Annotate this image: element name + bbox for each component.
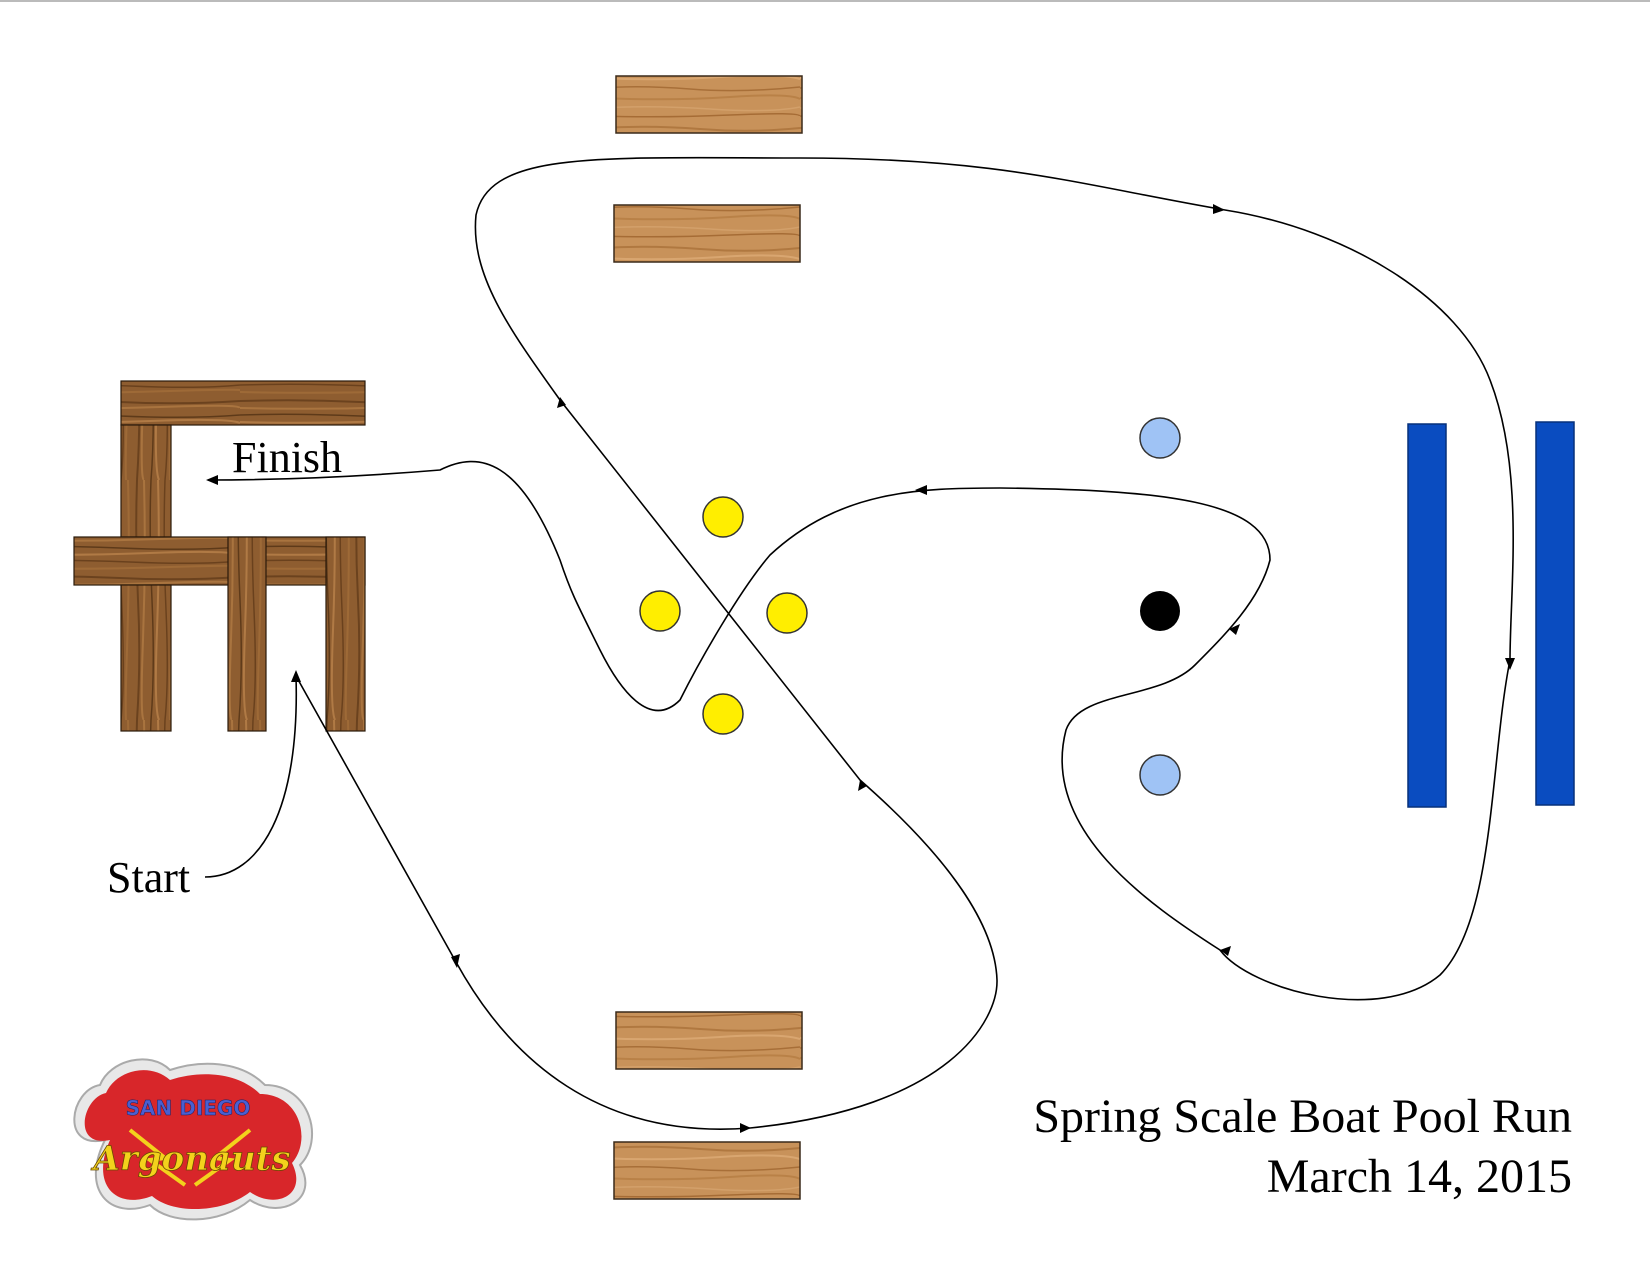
plank-bottom-2 xyxy=(613,1141,801,1200)
logo-lightning-right xyxy=(193,1128,252,1187)
logo-patch xyxy=(84,1070,302,1210)
plank-bottom-1 xyxy=(615,1011,803,1070)
arrow-up-black xyxy=(1229,624,1240,635)
course-path xyxy=(204,156,1514,1130)
arrow-top-right xyxy=(1213,204,1225,214)
arrow-down-left xyxy=(451,954,460,968)
path-arrows xyxy=(206,204,1515,1133)
caption-title: Spring Scale Boat Pool Run xyxy=(1033,1090,1572,1143)
logo-line2: Argonauts xyxy=(90,1139,290,1179)
dock-slip-post-b xyxy=(325,536,366,732)
dock-slip-post-a xyxy=(227,536,267,732)
arrow-right-down xyxy=(1505,658,1515,670)
buoys xyxy=(639,417,1181,796)
path-start-to-bottom xyxy=(207,156,1514,1130)
argonauts-logo: SAN DIEGO Argonauts xyxy=(73,1058,314,1221)
blue-barrier-right xyxy=(1535,421,1575,806)
plank-top-1 xyxy=(615,75,803,134)
blue-barrier-left xyxy=(1407,423,1447,808)
caption-date: March 14, 2015 xyxy=(1267,1150,1572,1203)
black-buoy xyxy=(1140,591,1180,631)
dock-left-post-upper xyxy=(120,424,172,538)
logo-line1: SAN DIEGO xyxy=(126,1096,251,1120)
yellow-buoy-bottom xyxy=(702,693,744,735)
yellow-buoy-right xyxy=(766,592,808,634)
light-wood-planks xyxy=(613,75,803,1200)
start-label: Start xyxy=(107,853,190,902)
light-blue-buoy-bottom xyxy=(1139,754,1181,796)
dock-middle-beam xyxy=(73,536,366,586)
start-leader xyxy=(204,675,298,878)
finish-label: Finish xyxy=(232,433,342,482)
dock xyxy=(73,380,366,732)
dock-left-post-lower xyxy=(120,584,172,732)
arrow-finish xyxy=(206,475,218,485)
yellow-buoy-top xyxy=(702,496,744,538)
light-blue-buoy-top xyxy=(1139,417,1181,459)
arrow-left-mid xyxy=(915,485,927,495)
logo-lightning-left xyxy=(128,1128,187,1187)
arrow-lower-right xyxy=(1220,946,1231,956)
arrow-bottom xyxy=(740,1123,751,1133)
yellow-buoy-left xyxy=(639,590,681,632)
arrow-start xyxy=(291,670,301,682)
arrow-up-middle xyxy=(858,780,867,791)
dock-top-beam xyxy=(120,380,366,426)
blue-barriers xyxy=(1407,421,1575,808)
arrow-up-left xyxy=(557,397,566,408)
plank-top-2 xyxy=(613,204,801,263)
